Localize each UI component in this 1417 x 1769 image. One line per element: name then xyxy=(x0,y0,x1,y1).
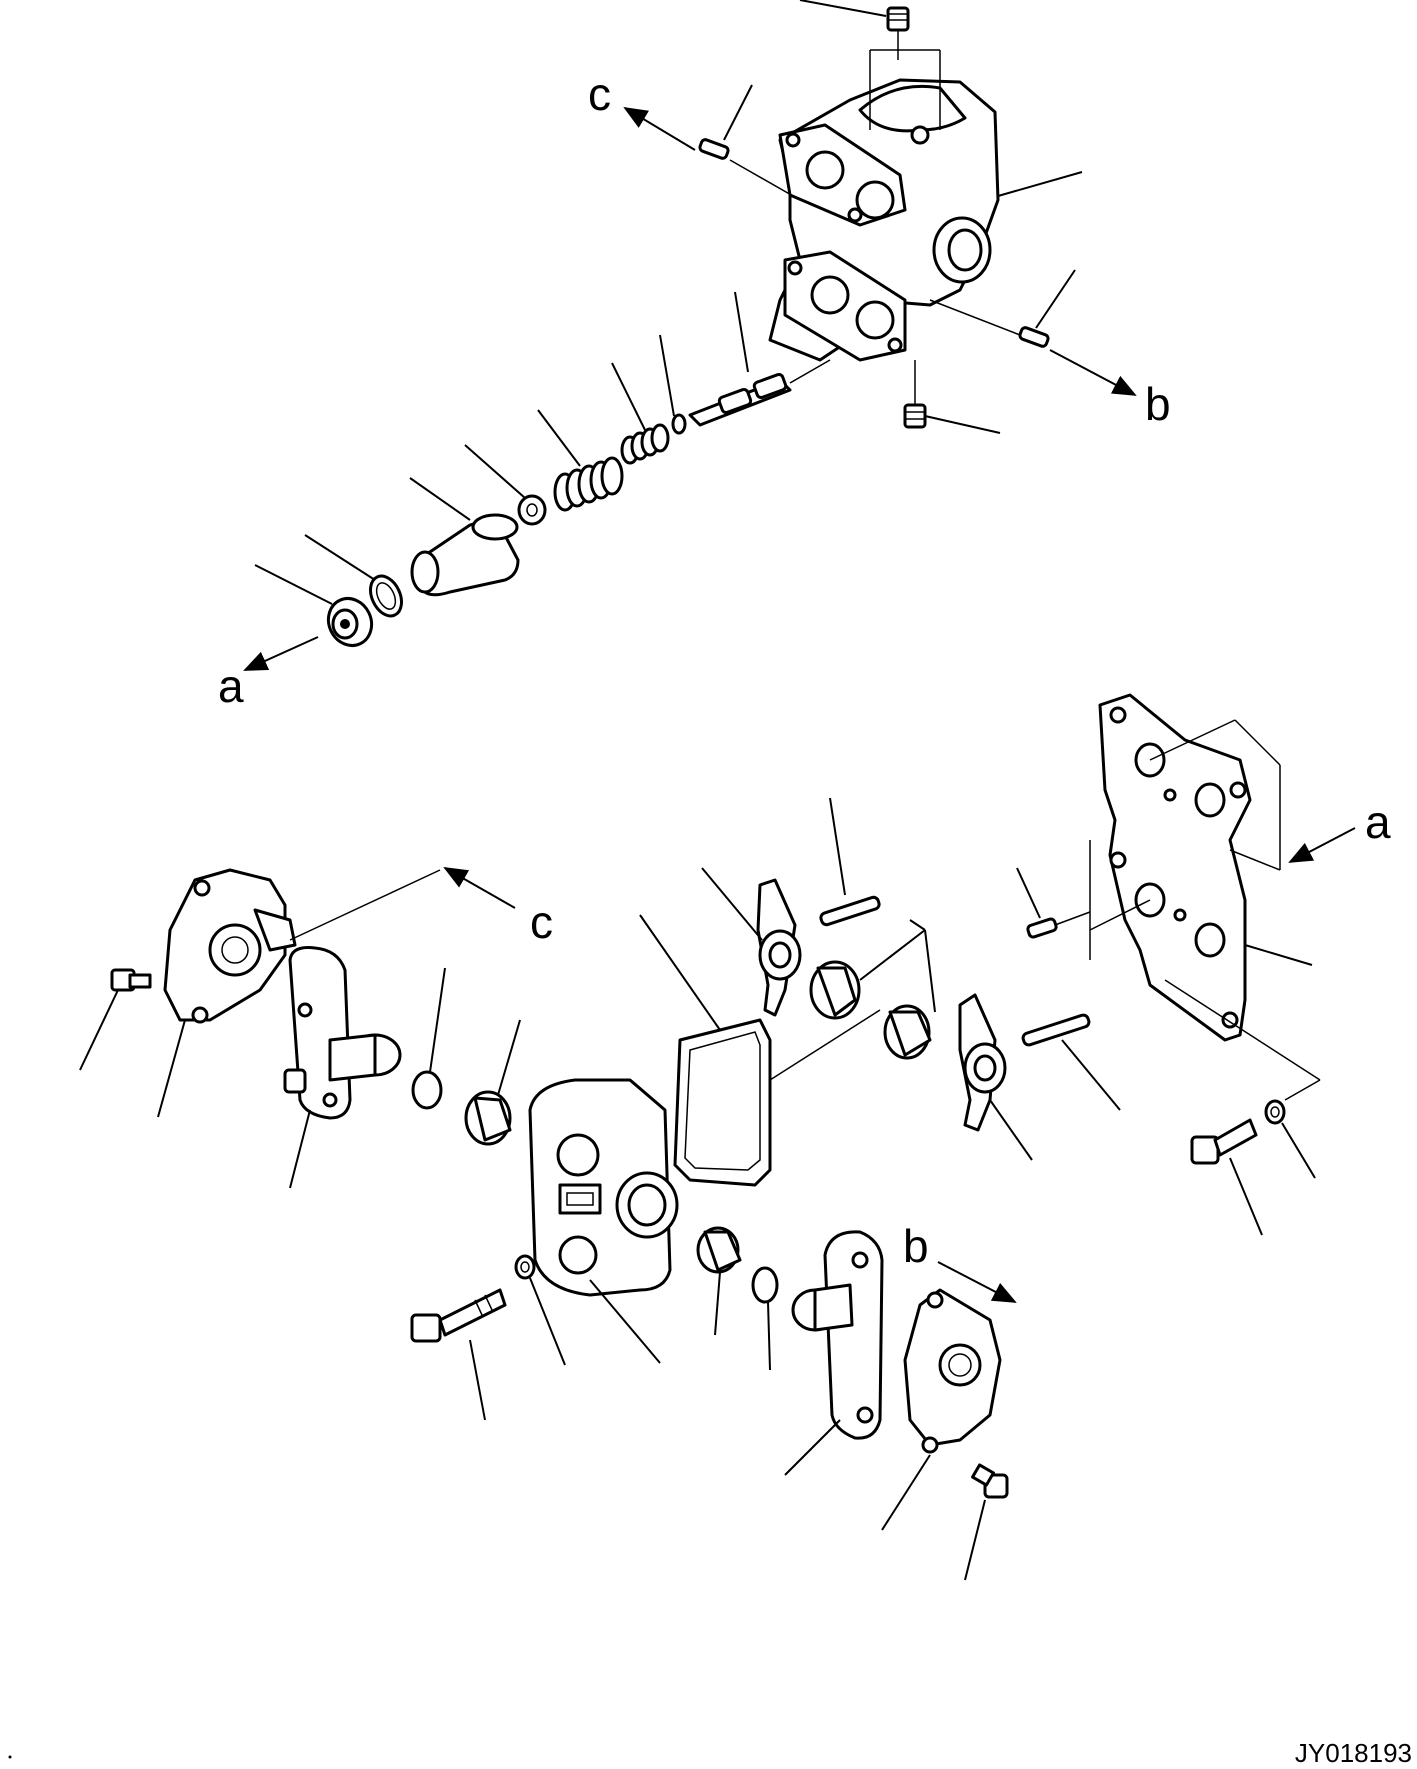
top-set-screw xyxy=(799,0,910,60)
piston xyxy=(409,477,520,597)
dowel-pin-lower xyxy=(1016,867,1091,939)
rocker-pin-lower xyxy=(1021,1013,1121,1111)
drawing-code: JY018193 xyxy=(1295,1738,1412,1768)
snap-ring xyxy=(659,334,687,435)
rocker-lever-left xyxy=(701,867,802,1017)
arrow-c-lower: c xyxy=(443,867,553,948)
hex-bolt-right xyxy=(1190,1118,1263,1236)
seal-disk-lower xyxy=(751,1266,779,1371)
long-bolt xyxy=(410,1288,507,1421)
washer-lower xyxy=(514,1254,566,1366)
stray-dot xyxy=(8,1755,12,1759)
right-end-cover xyxy=(881,1288,1002,1531)
lower-pump-assembly: c a b xyxy=(79,693,1391,1581)
lower-bushing xyxy=(696,1226,742,1336)
right-bracket xyxy=(784,1230,884,1476)
o-ring-upper xyxy=(304,534,403,618)
spool xyxy=(688,291,831,427)
label-a-upper: a xyxy=(218,660,244,712)
valve-body xyxy=(768,49,1083,362)
cover-plate xyxy=(1089,693,1321,1081)
spring-seat xyxy=(464,444,547,526)
upper-valve-assembly: c b a xyxy=(218,0,1171,712)
left-seal-disk xyxy=(411,967,446,1110)
washer-right xyxy=(1264,1079,1321,1179)
arrow-c-upper: c xyxy=(588,68,696,151)
arrow-a-upper: a xyxy=(218,636,319,712)
outer-spring xyxy=(537,409,624,512)
arrow-b-upper: b xyxy=(1049,349,1171,430)
left-end-cover xyxy=(157,868,441,1118)
label-b-lower: b xyxy=(903,1220,929,1272)
inner-spring xyxy=(611,362,670,465)
left-bracket xyxy=(283,946,402,1189)
rocker-pin-upper xyxy=(819,797,881,927)
left-mounting-bolt xyxy=(79,968,152,1071)
rocker-lever-right xyxy=(958,993,1033,1161)
label-a-lower: a xyxy=(1365,796,1391,848)
plug xyxy=(254,564,374,647)
label-c-upper: c xyxy=(588,68,611,120)
bottom-set-screw xyxy=(903,360,1001,434)
gear-case xyxy=(528,1078,679,1364)
gasket xyxy=(639,914,881,1187)
label-b-upper: b xyxy=(1145,378,1171,430)
arrow-a-lower: a xyxy=(1288,796,1391,863)
dowel-pin-upper-left xyxy=(698,84,801,201)
small-bolt-lower xyxy=(964,1463,1009,1581)
dowel-pin-right xyxy=(929,269,1076,348)
arrow-b-lower: b xyxy=(903,1220,1017,1303)
bushing-pair xyxy=(809,919,936,1060)
left-bushing xyxy=(464,1019,521,1146)
label-c-lower: c xyxy=(530,896,553,948)
